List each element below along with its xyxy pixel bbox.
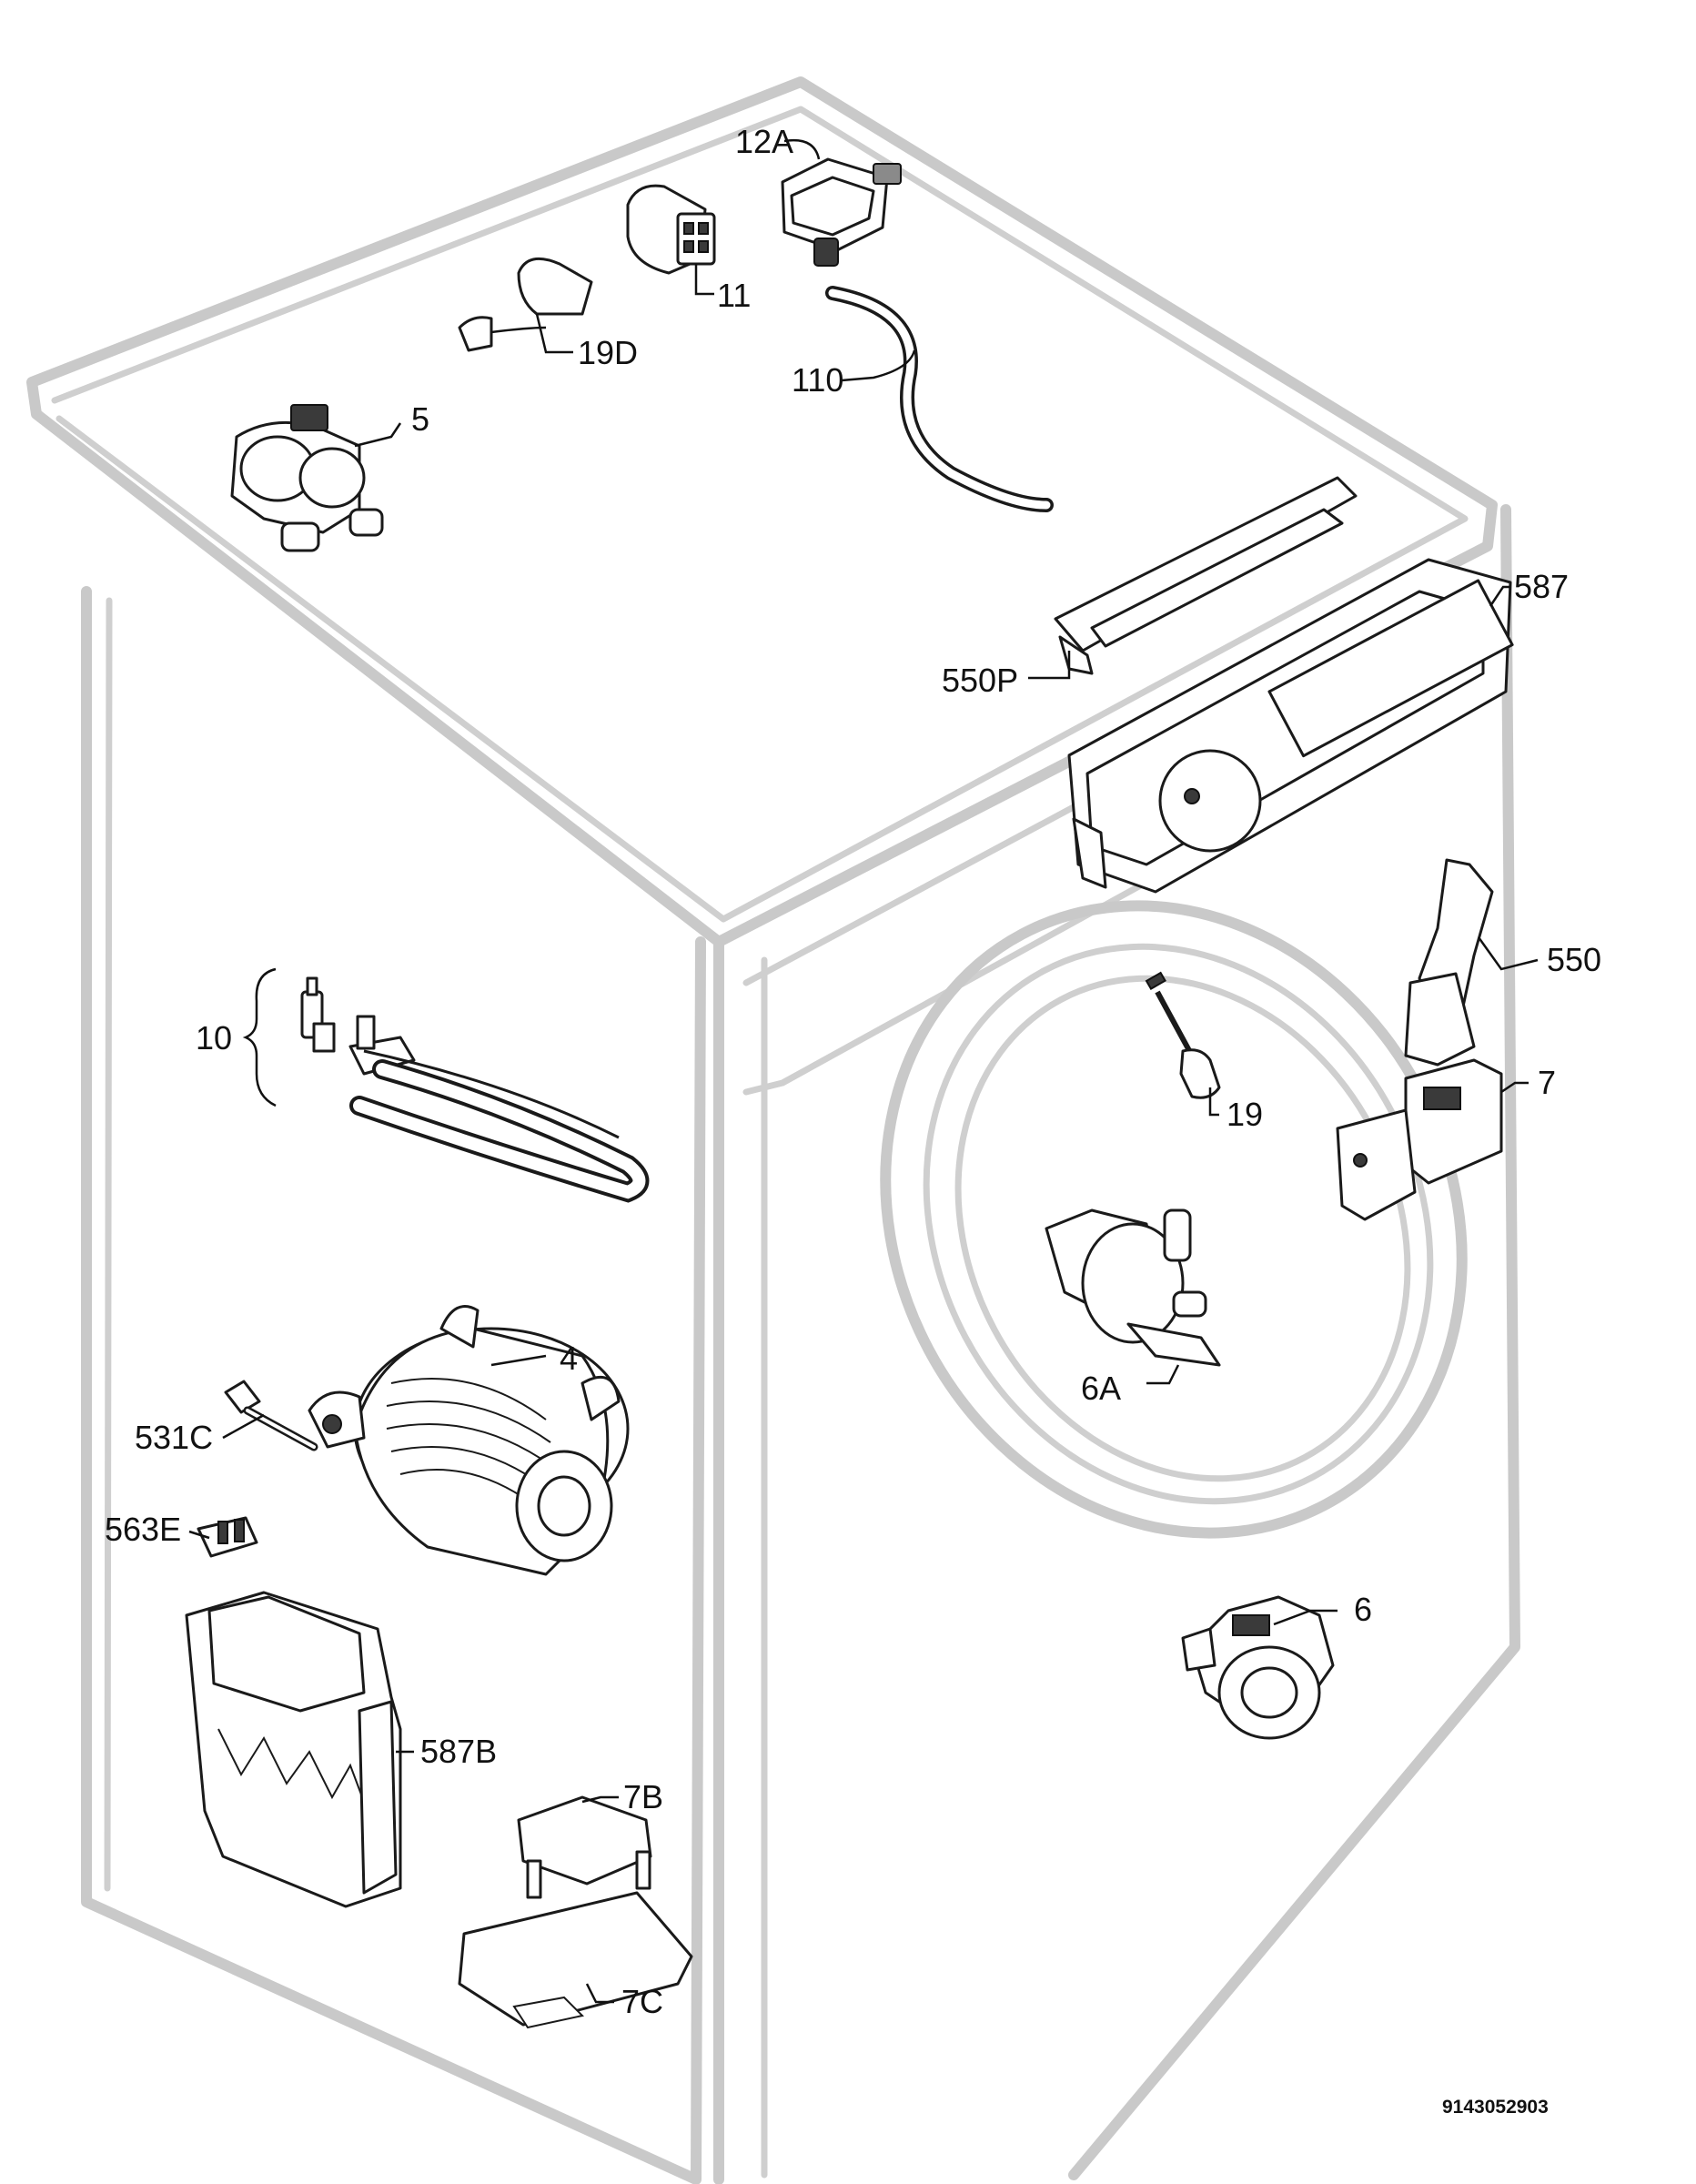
- circulation-pump-part: [1045, 1208, 1221, 1367]
- button-panel-part: [1054, 476, 1358, 675]
- callout-587: 587: [1514, 568, 1569, 605]
- callout-563E: 563E: [105, 1511, 181, 1548]
- suppressor-capacitor-part: [626, 184, 716, 275]
- motor-part: [308, 1305, 630, 1576]
- callout-10: 10: [196, 1019, 232, 1057]
- cable-clip-part: [197, 1516, 258, 1558]
- callout-587B: 587B: [420, 1733, 497, 1770]
- ntc-sensor-part: [1145, 971, 1221, 1099]
- callout-19: 19: [1227, 1096, 1263, 1133]
- pressure-switch-part: [781, 157, 902, 267]
- heater-part: [300, 976, 650, 1203]
- callout-12A: 12A: [735, 123, 793, 160]
- drain-pump-part: [1181, 1595, 1335, 1740]
- ferrite-clamp-part: [458, 257, 593, 352]
- callout-11: 11: [717, 277, 751, 314]
- callout-550P: 550P: [942, 662, 1018, 699]
- motor-control-board-part: [185, 1591, 402, 1908]
- leader-lines: [188, 138, 1539, 2004]
- door-base-plate-part: [458, 1891, 693, 2029]
- drawing-number: 9143052903: [1442, 2097, 1549, 2118]
- selector-knob-part: [1404, 858, 1494, 1067]
- callout-110: 110: [792, 361, 843, 399]
- motor-bolt-part: [224, 1380, 318, 1451]
- callout-5: 5: [411, 400, 429, 438]
- callout-labels: 12A 11 19D 110 5 587 550P 550 10 19 7 4 …: [105, 123, 1601, 2020]
- callout-531C: 531C: [135, 1419, 213, 1456]
- pressure-hose-part: [825, 286, 1054, 512]
- callout-19D: 19D: [578, 334, 638, 371]
- electronic-board-part: [1067, 558, 1514, 894]
- callout-7B: 7B: [623, 1778, 663, 1815]
- callout-7C: 7C: [621, 1983, 663, 2020]
- callout-6: 6: [1354, 1591, 1372, 1628]
- callout-4: 4: [560, 1340, 578, 1377]
- door-interlock-part: [1336, 1058, 1503, 1221]
- callout-550: 550: [1547, 941, 1601, 978]
- callout-7: 7: [1538, 1064, 1556, 1101]
- inlet-valve-part: [230, 404, 384, 552]
- callout-6A: 6A: [1081, 1370, 1121, 1407]
